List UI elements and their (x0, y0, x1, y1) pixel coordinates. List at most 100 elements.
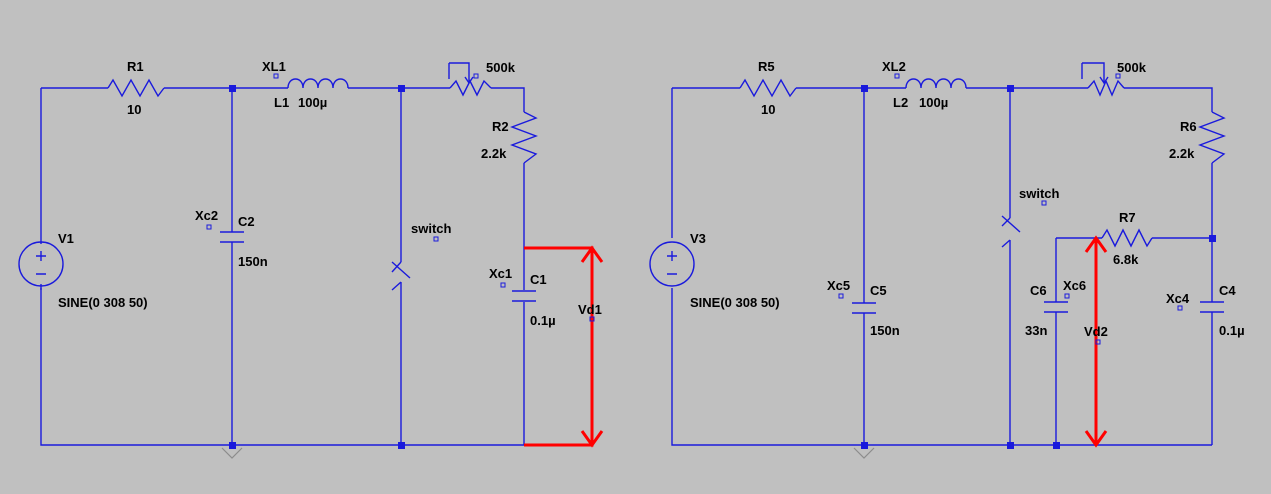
ground-symbol (853, 447, 875, 459)
ground-symbol (221, 447, 243, 459)
xc1-probe-pin[interactable] (500, 282, 506, 288)
pot-pin[interactable] (1115, 73, 1121, 79)
vd2-pin[interactable] (1095, 339, 1101, 345)
c2-capacitor[interactable] (220, 231, 244, 243)
vd1-arrow-head-top (580, 245, 604, 263)
c6-name: C6 (1030, 283, 1047, 298)
switch-symbol[interactable] (1001, 215, 1021, 248)
pot-value: 500k (486, 60, 516, 75)
junction-dot (1007, 442, 1014, 449)
xc6-probe-pin[interactable] (1064, 293, 1070, 299)
left-wires (40, 87, 525, 446)
l2-name: L2 (893, 95, 908, 110)
c2-name: C2 (238, 214, 255, 229)
vd2-arrow-head-bottom (1084, 430, 1108, 448)
xc6-probe-label: Xc6 (1063, 278, 1086, 293)
junction-dot (398, 442, 405, 449)
xc5-probe-label: Xc5 (827, 278, 850, 293)
xc2-probe-label: Xc2 (195, 208, 218, 223)
c4-name: C4 (1219, 283, 1236, 298)
junction-dot (1007, 85, 1014, 92)
junction-dot (1209, 235, 1216, 242)
junction-dot (861, 442, 868, 449)
l2-value: 100µ (919, 95, 948, 110)
c6-value: 33n (1025, 323, 1047, 338)
c4-capacitor[interactable] (1200, 301, 1224, 313)
v1-value: SINE(0 308 50) (58, 295, 148, 310)
vd1-arrow-path (524, 246, 594, 447)
vd2-arrow-head-top (1084, 235, 1108, 253)
v1-polarity (36, 251, 46, 275)
l2-inductor[interactable] (905, 78, 967, 89)
r5-name: R5 (758, 59, 775, 74)
xc5-probe-pin[interactable] (838, 293, 844, 299)
c1-value: 0.1µ (530, 313, 556, 328)
xc2-probe-pin[interactable] (206, 224, 212, 230)
c4-value: 0.1µ (1219, 323, 1245, 338)
left-circuit: R1 10 XL1 L1 100µ 500k R2 2.2k Xc2 C2 15… (18, 59, 604, 459)
xl2-probe-label: XL2 (882, 59, 906, 74)
r2-value: 2.2k (481, 146, 507, 161)
r1-name: R1 (127, 59, 144, 74)
r1-value: 10 (127, 102, 141, 117)
junction-dot (229, 442, 236, 449)
vd1-arrow-head-bottom (580, 430, 604, 448)
potentiometer[interactable] (1087, 79, 1125, 97)
c5-capacitor[interactable] (852, 302, 876, 314)
switch-symbol[interactable] (391, 261, 411, 291)
pot-wiper (1081, 62, 1105, 82)
r5-resistor[interactable] (739, 78, 797, 98)
junction-dot (398, 85, 405, 92)
switch-label: switch (411, 221, 452, 236)
l1-inductor[interactable] (287, 78, 349, 89)
r7-resistor[interactable] (1101, 228, 1153, 248)
potentiometer[interactable] (449, 79, 492, 97)
r7-name: R7 (1119, 210, 1136, 225)
xc1-probe-label: Xc1 (489, 266, 512, 281)
switch-label: switch (1019, 186, 1060, 201)
xc4-probe-label: Xc4 (1166, 291, 1190, 306)
r1-resistor[interactable] (107, 78, 165, 98)
xl1-probe-pin[interactable] (273, 73, 279, 79)
c5-value: 150n (870, 323, 900, 338)
vd1-pin[interactable] (589, 316, 595, 322)
xl1-probe-label: XL1 (262, 59, 286, 74)
r2-resistor[interactable] (510, 111, 538, 164)
right-circuit: R5 10 XL2 L2 100µ 500k R6 2.2k Xc5 C5 15… (649, 59, 1245, 459)
junction-dot (861, 85, 868, 92)
v1-name: V1 (58, 231, 74, 246)
pot-value: 500k (1117, 60, 1147, 75)
r5-value: 10 (761, 102, 775, 117)
r6-value: 2.2k (1169, 146, 1195, 161)
c5-name: C5 (870, 283, 887, 298)
vd2-label: Vd2 (1084, 324, 1108, 339)
r2-name: R2 (492, 119, 509, 134)
junction-dot (229, 85, 236, 92)
c6-capacitor[interactable] (1044, 301, 1068, 313)
pot-arrow (1099, 76, 1109, 85)
xl2-probe-pin[interactable] (894, 73, 900, 79)
c1-capacitor[interactable] (512, 290, 536, 302)
v1-source[interactable] (18, 241, 64, 287)
v3-name: V3 (690, 231, 706, 246)
c1-name: C1 (530, 272, 547, 287)
pot-pin[interactable] (473, 73, 479, 79)
pot-arrow (464, 76, 474, 85)
r7-value: 6.8k (1113, 252, 1139, 267)
v3-source[interactable] (649, 241, 695, 287)
v3-polarity (667, 251, 677, 275)
l1-value: 100µ (298, 95, 327, 110)
vd1-label: Vd1 (578, 302, 602, 317)
l1-name: L1 (274, 95, 289, 110)
switch-pin[interactable] (433, 236, 439, 242)
r6-resistor[interactable] (1198, 111, 1226, 164)
switch-pin[interactable] (1041, 200, 1047, 206)
v3-value: SINE(0 308 50) (690, 295, 780, 310)
xc4-probe-pin[interactable] (1177, 305, 1183, 311)
pot-wiper (448, 62, 470, 82)
junction-dot (1053, 442, 1060, 449)
right-wires (671, 87, 1213, 446)
c2-value: 150n (238, 254, 268, 269)
r6-name: R6 (1180, 119, 1197, 134)
